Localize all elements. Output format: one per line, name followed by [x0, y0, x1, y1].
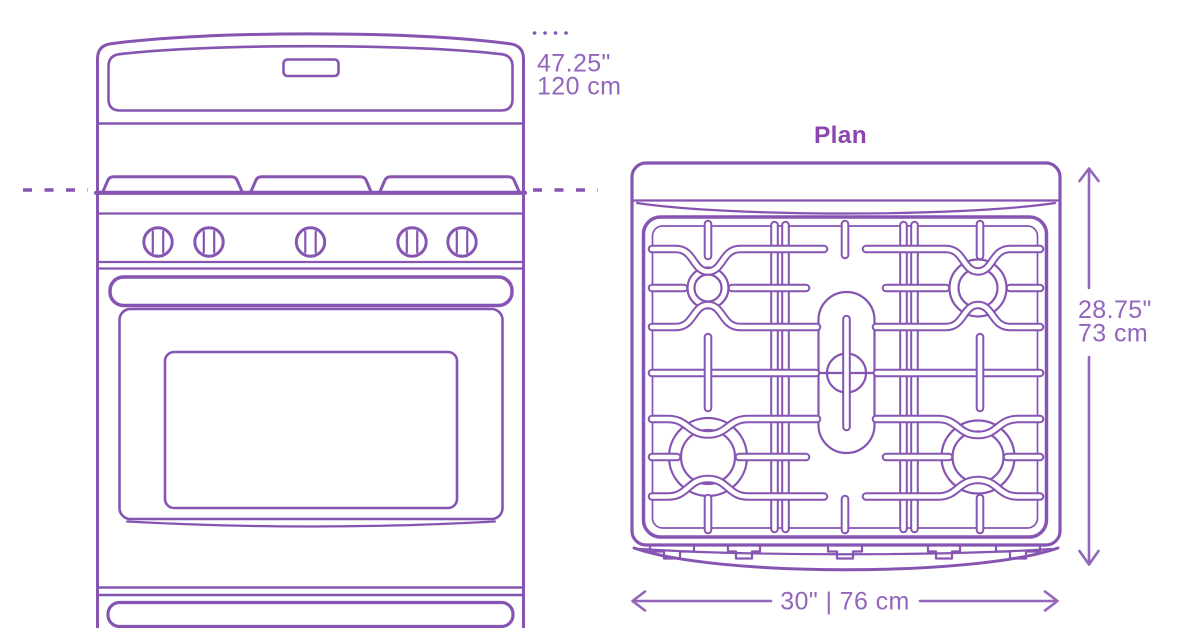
depth-dimension-inches: 28.75" [1078, 296, 1152, 324]
burner-knob [193, 226, 225, 258]
height-dimension-inches: 47.25" [537, 50, 611, 78]
bumper-clip [648, 543, 696, 560]
depth-arrow [1078, 167, 1100, 566]
plan-view-title: Plan [814, 122, 867, 149]
grate-bump-right [378, 175, 521, 193]
height-dimension: 47.25" 120 cm [532, 31, 621, 101]
cooktop-grates-profile [101, 175, 521, 193]
burner-knob [446, 226, 478, 258]
oven-door-window [163, 350, 459, 510]
bumper-clip [826, 543, 864, 560]
grate-bars [647, 244, 1045, 501]
depth-dimension: 28.75" 73 cm [1078, 167, 1152, 566]
back-edge-curve [635, 201, 1057, 215]
grate-mid-stubs [703, 332, 985, 413]
front-elevation-view [23, 32, 598, 628]
grate-bump-left [101, 175, 244, 193]
bumper-clip [726, 543, 762, 560]
storage-drawer-handle [106, 600, 515, 628]
width-dimension-label: 30" | 76 cm [780, 588, 910, 616]
burner-knob [294, 226, 327, 258]
plan-outline [630, 161, 1062, 547]
bumper-clip [926, 543, 962, 560]
backguard-panel [107, 44, 514, 112]
depth-dimension-cm: 73 cm [1078, 320, 1148, 348]
burner-knob [142, 226, 174, 258]
front-bumper [632, 543, 1060, 572]
backguard-outline [96, 32, 525, 125]
grate-bump-center [249, 175, 373, 193]
control-knob-row [142, 226, 478, 258]
burner-knob [396, 226, 428, 258]
bumper-clip [994, 543, 1042, 560]
control-display-window [282, 58, 340, 78]
height-dimension-cm: 120 cm [537, 73, 621, 101]
width-arrow [631, 590, 1059, 612]
door-bottom-trim [125, 520, 497, 528]
grate-edge-stubs [703, 219, 985, 535]
width-dimension: 30" | 76 cm [631, 588, 1059, 616]
oven-door-handle [108, 275, 514, 308]
plan-view: Plan [630, 122, 1062, 572]
grate-frame-outer [641, 215, 1049, 539]
oven-door [118, 307, 504, 521]
